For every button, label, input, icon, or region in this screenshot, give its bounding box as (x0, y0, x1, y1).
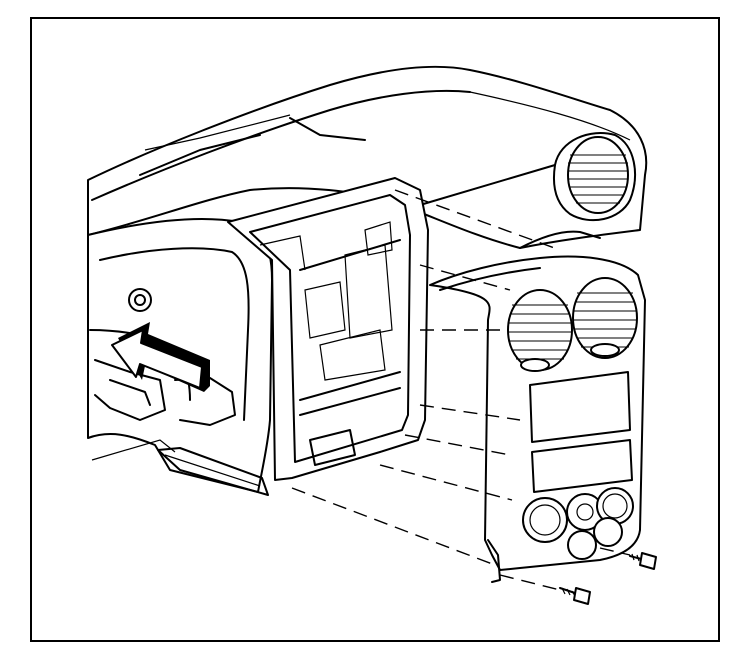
upper-right-vent (419, 132, 636, 249)
bezel-lower-opening (531, 439, 633, 493)
screw-icon (629, 552, 657, 570)
bezel-vent-left (507, 289, 573, 371)
bezel-upper-opening (529, 371, 631, 443)
screw-icon (559, 587, 591, 605)
direction-arrow-icon (111, 322, 210, 392)
alignment-lines (291, 189, 631, 591)
center-bezel (429, 255, 646, 583)
dash-top-panel (87, 65, 648, 249)
center-opening (227, 177, 429, 481)
